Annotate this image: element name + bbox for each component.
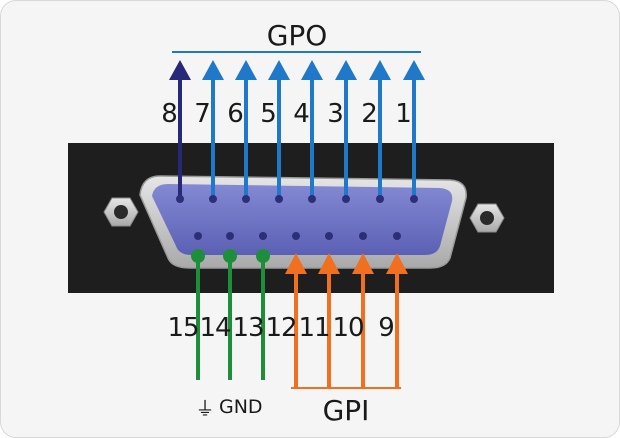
pin-hole-10	[359, 232, 367, 240]
pin-hole-14	[226, 232, 234, 240]
pin-label-9: 9	[378, 313, 394, 343]
pin-label-7: 7	[194, 99, 210, 129]
gpo-arrowhead-5	[268, 60, 290, 80]
gnd-dot-14	[223, 249, 237, 263]
pin-label-3: 3	[327, 99, 343, 129]
pin-hole-12	[292, 232, 300, 240]
connector-body	[152, 184, 453, 255]
gpi-arrowhead-9	[386, 253, 408, 274]
gpo-arrowhead-7	[202, 60, 224, 80]
pin-hole-2	[376, 195, 384, 203]
gpi-title: GPI	[323, 394, 370, 427]
gpi-arrowhead-12	[285, 253, 307, 274]
pin-arrows	[169, 60, 425, 388]
pin-hole-4	[308, 195, 316, 203]
ground-symbol-icon: ⏚	[195, 398, 214, 420]
pin-label-12: 12	[265, 313, 296, 343]
gpi-arrowhead-10	[352, 253, 374, 274]
pin-label-13: 13	[232, 313, 263, 343]
gpo-arrowhead-8	[169, 60, 191, 80]
pin-label-11: 11	[298, 313, 329, 343]
pin-holes	[176, 195, 418, 240]
left-screw-mount	[103, 197, 139, 227]
gpo-arrowhead-3	[335, 60, 357, 80]
pin-label-15: 15	[167, 313, 198, 343]
pin-label-2: 2	[361, 99, 377, 129]
pin-label-1: 1	[395, 99, 411, 129]
gpo-arrowhead-1	[403, 60, 425, 80]
pin-hole-6	[242, 195, 250, 203]
pin-label-10: 10	[332, 313, 363, 343]
gnd-dot-15	[191, 249, 205, 263]
gpo-title: GPO	[267, 19, 328, 52]
pin-hole-1	[410, 195, 418, 203]
pin-hole-5	[275, 195, 283, 203]
gpo-arrowhead-4	[301, 60, 323, 80]
pin-label-5: 5	[260, 99, 276, 129]
pin-hole-3	[342, 195, 350, 203]
pin-hole-15	[194, 232, 202, 240]
gpo-arrowhead-6	[235, 60, 257, 80]
gpo-arrowhead-2	[369, 60, 391, 80]
pin-hole-11	[325, 232, 333, 240]
pin-label-8: 8	[161, 99, 177, 129]
right-screw-mount	[469, 203, 505, 233]
pin-hole-7	[209, 195, 217, 203]
pin-label-6: 6	[227, 99, 243, 129]
pin-hole-9	[393, 232, 401, 240]
gnd-label: GND	[219, 396, 263, 418]
pin-label-14: 14	[199, 313, 231, 343]
pin-label-4: 4	[293, 99, 309, 129]
gnd-dot-13	[256, 249, 270, 263]
pin-hole-8	[176, 195, 184, 203]
pin-hole-13	[259, 232, 267, 240]
gpi-arrowhead-11	[318, 253, 340, 274]
